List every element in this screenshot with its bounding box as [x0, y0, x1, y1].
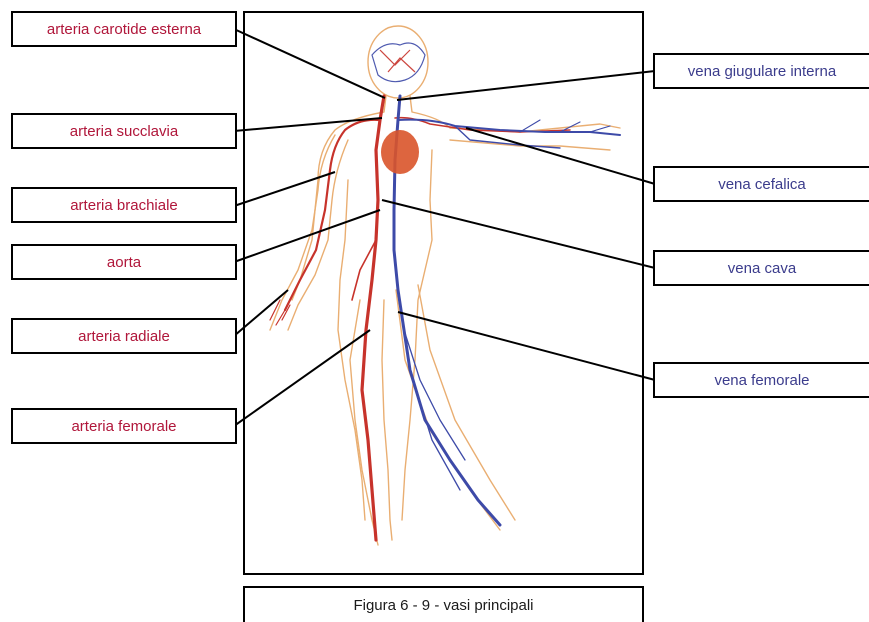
- label-aorta: aorta: [11, 244, 237, 280]
- head-vessels: [372, 43, 425, 82]
- label-arteria-brachiale: arteria brachiale: [11, 187, 237, 223]
- leader-line-aorta: [234, 210, 380, 262]
- leader-line-vena-cava: [382, 200, 655, 268]
- leader-line-arteria-carotide-esterna: [234, 29, 385, 98]
- leader-line-vena-cefalica: [466, 128, 655, 184]
- figure-caption: Figura 6 - 9 - vasi principali: [243, 586, 644, 622]
- leader-line-arteria-femorale: [234, 330, 370, 426]
- leader-line-arteria-radiale: [234, 290, 288, 336]
- label-arteria-carotide-esterna: arteria carotide esterna: [11, 11, 237, 47]
- label-vena-cava: vena cava: [653, 250, 869, 286]
- leader-line-arteria-brachiale: [234, 172, 335, 206]
- label-vena-cefalica: vena cefalica: [653, 166, 869, 202]
- label-arteria-radiale: arteria radiale: [11, 318, 237, 354]
- label-vena-femorale: vena femorale: [653, 362, 869, 398]
- label-vena-giugulare-interna: vena giugulare interna: [653, 53, 869, 89]
- body-outline: [270, 26, 620, 545]
- leader-line-vena-giugulare-interna: [397, 71, 655, 100]
- label-arteria-succlavia: arteria succlavia: [11, 113, 237, 149]
- leader-lines: [234, 29, 655, 426]
- heart-shape: [381, 130, 419, 174]
- leader-line-arteria-succlavia: [234, 118, 382, 131]
- label-arteria-femorale: arteria femorale: [11, 408, 237, 444]
- veins: [394, 96, 620, 525]
